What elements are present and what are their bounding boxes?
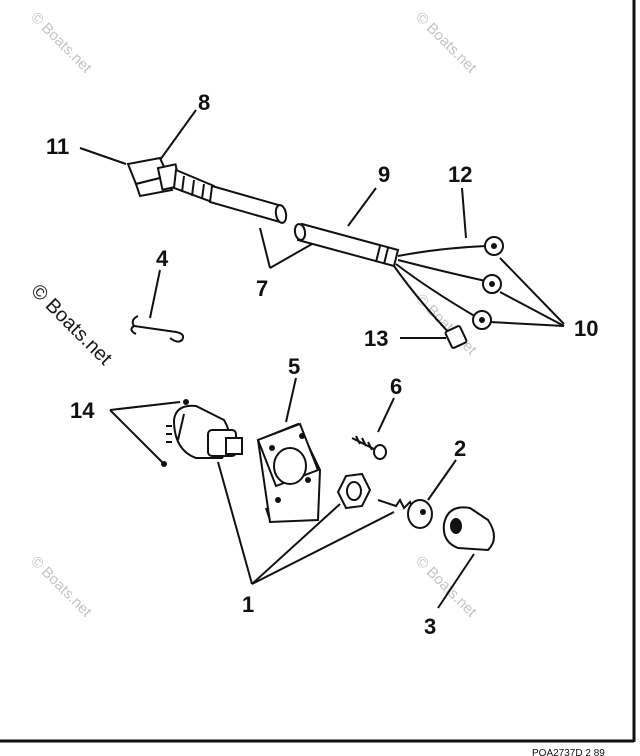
- callout-1: 1: [242, 592, 254, 617]
- drawing-reference: POA2737D 2 89: [532, 748, 605, 756]
- callout-13: 13: [364, 326, 388, 351]
- callout-9: 9: [378, 162, 390, 187]
- callout-11: 11: [46, 134, 69, 159]
- connector-plug: [126, 156, 216, 204]
- callout-12: 12: [448, 162, 472, 187]
- screw: [351, 435, 387, 460]
- callout-2: 2: [454, 436, 466, 461]
- watermark-2: © Boats.net: [412, 9, 480, 77]
- watermark-3: © Boats.net: [26, 280, 116, 370]
- callout-4: 4: [156, 246, 169, 271]
- wire-clip: [130, 315, 185, 343]
- callout-14: 14: [70, 398, 95, 423]
- hex-nut: [336, 472, 372, 510]
- key-cover: [442, 506, 495, 552]
- watermark-6: © Boats.net: [412, 553, 480, 621]
- callout-10: 10: [574, 316, 598, 341]
- leader-lines: [79, 109, 565, 609]
- callout-8: 8: [198, 90, 210, 115]
- callout-5: 5: [288, 354, 300, 379]
- ignition-switch: [161, 399, 243, 467]
- ignition-key: [377, 498, 433, 529]
- watermark-1: © Boats.net: [27, 9, 95, 77]
- callout-3: 3: [424, 614, 436, 639]
- callout-6: 6: [390, 374, 402, 399]
- wire-leads: [393, 236, 504, 349]
- watermark-4: © Boats.net: [412, 291, 480, 359]
- watermark-5: © Boats.net: [27, 553, 95, 621]
- mounting-plate: [256, 422, 322, 524]
- callout-7: 7: [256, 276, 268, 301]
- left-cable: [208, 184, 288, 224]
